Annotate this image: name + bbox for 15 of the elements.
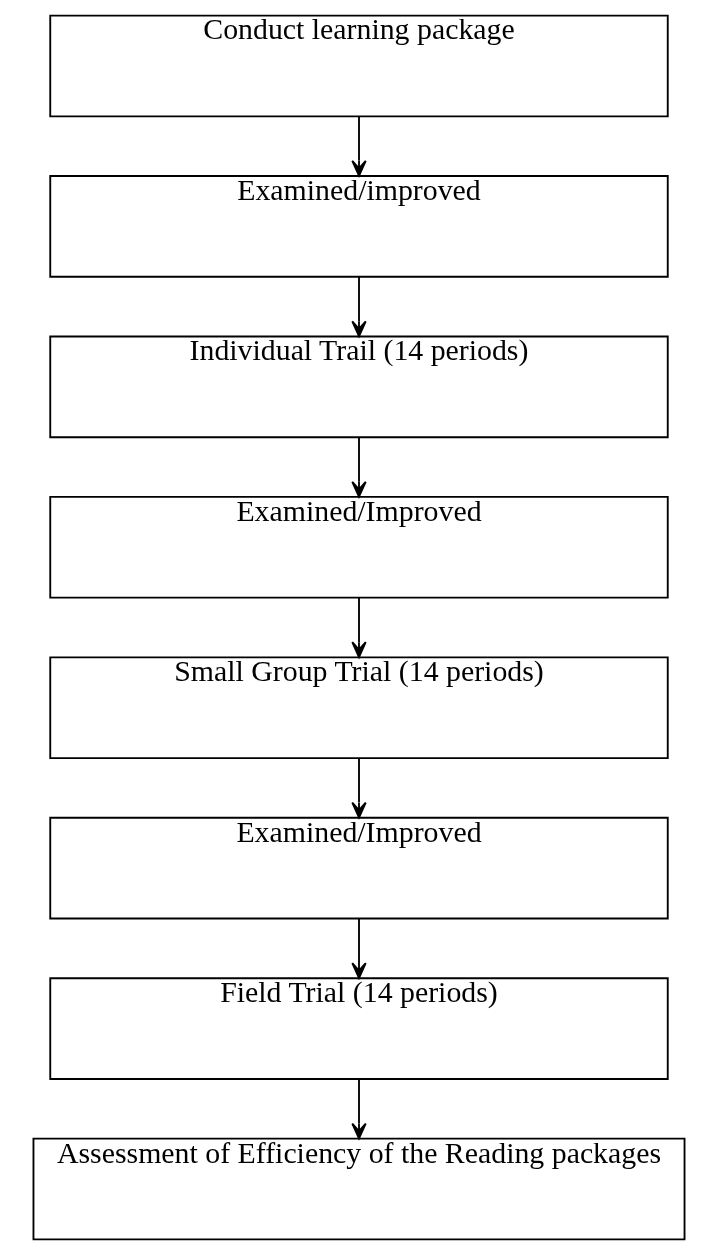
arrow [351, 596, 367, 659]
arrow [351, 757, 367, 819]
node-box: Small Group Trial (14 periods) [49, 656, 669, 760]
arrow [351, 276, 367, 338]
node-box: Individual Trail (14 periods) [49, 335, 669, 439]
node-box: Field Trial (14 periods) [49, 977, 669, 1080]
arrow [351, 115, 367, 177]
node-box: Conduct learning package [49, 14, 669, 118]
arrow [351, 436, 367, 498]
node-box: Examined/improved [49, 175, 669, 278]
arrow [351, 1078, 367, 1140]
arrow [351, 917, 367, 979]
node-box: Assessment of Efficiency of the Reading packages [32, 1137, 686, 1241]
node-box: Examined/Improved [49, 816, 669, 920]
node-box: Examined/Improved [49, 495, 669, 599]
